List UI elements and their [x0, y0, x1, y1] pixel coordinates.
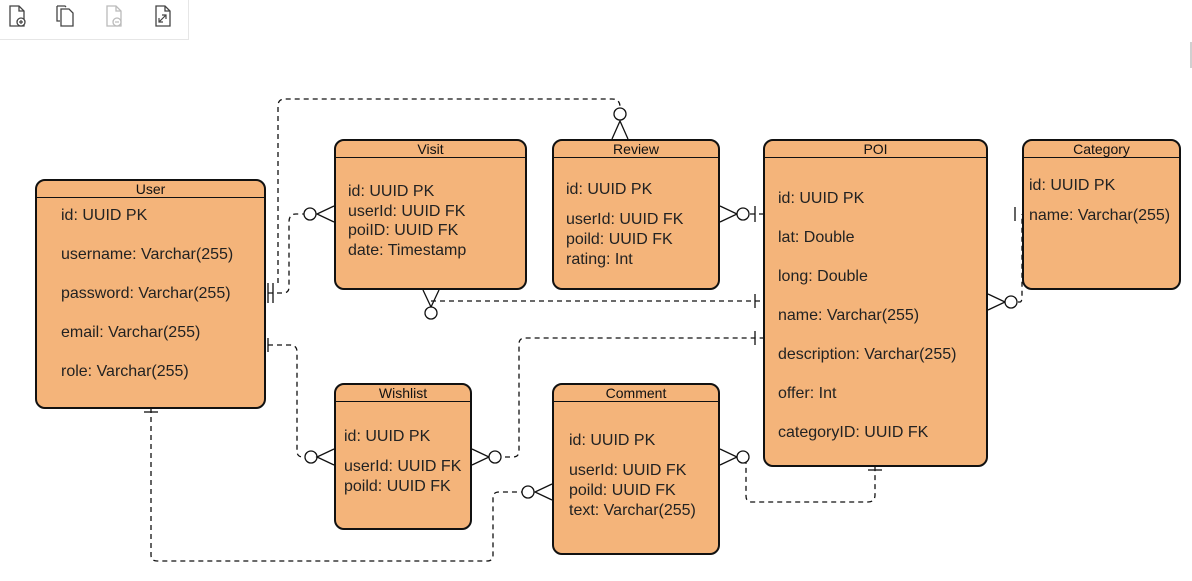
attribute: name: Varchar(255) — [778, 307, 920, 324]
toolbar — [0, 0, 189, 40]
attribute: password: Varchar(255) — [61, 285, 231, 302]
expand-page-icon[interactable] — [150, 3, 176, 29]
link-category-poi — [1018, 214, 1023, 303]
entity-title: Wishlist — [336, 385, 470, 402]
attribute: date: Timestamp — [348, 242, 467, 259]
scrollbar-edge[interactable] — [1190, 42, 1192, 68]
attribute: poiID: UUID FK — [348, 222, 459, 239]
attribute: id: UUID PK — [566, 181, 653, 198]
duplicate-page-icon[interactable] — [52, 3, 78, 29]
entity-wishlist[interactable]: Wishlist id: UUID PK userId: UUID FK poi… — [334, 383, 472, 530]
attribute: rating: Int — [566, 251, 633, 268]
attribute: id: UUID PK — [1029, 177, 1116, 194]
entity-title: POI — [765, 141, 986, 158]
entity-user[interactable]: User id: UUID PK username: Varchar(255) … — [35, 179, 266, 409]
remove-page-icon[interactable] — [101, 3, 127, 29]
attribute: id: UUID PK — [778, 190, 865, 207]
attribute: description: Varchar(255) — [778, 346, 957, 363]
entity-title: User — [37, 181, 264, 198]
attribute: role: Varchar(255) — [61, 363, 189, 380]
attribute: text: Varchar(255) — [569, 502, 696, 519]
link-user-review — [277, 98, 621, 283]
entity-title: Visit — [336, 141, 525, 158]
attribute: poild: UUID FK — [569, 482, 676, 499]
attribute: username: Varchar(255) — [61, 246, 234, 263]
attribute: userId: UUID FK — [566, 211, 684, 228]
entity-category[interactable]: Category id: UUID PK name: Varchar(255) — [1022, 139, 1181, 290]
attribute: name: Varchar(255) — [1029, 207, 1171, 224]
link-user-comment — [150, 408, 522, 562]
attribute: id: UUID PK — [344, 428, 431, 445]
entity-title: Review — [554, 141, 718, 158]
entity-poi[interactable]: POI id: UUID PK lat: Double long: Double… — [763, 139, 988, 467]
attribute: id: UUID PK — [569, 432, 656, 449]
link-user-visit — [268, 213, 304, 294]
entity-title: Category — [1024, 141, 1179, 158]
add-page-icon[interactable] — [4, 3, 30, 29]
attribute: userId: UUID FK — [348, 203, 466, 220]
link-user-wishlist — [268, 344, 305, 458]
attribute: lat: Double — [778, 229, 855, 246]
entity-review[interactable]: Review id: UUID PK userId: UUID FK poild… — [552, 139, 720, 290]
entity-title: Comment — [554, 385, 718, 402]
attribute: userId: UUID FK — [569, 462, 687, 479]
attribute: offer: Int — [778, 385, 837, 402]
link-wishlist-poi — [505, 337, 763, 458]
attribute: poild: UUID FK — [566, 231, 673, 248]
attribute: userId: UUID FK — [344, 458, 462, 475]
attribute: email: Varchar(255) — [61, 324, 201, 341]
attribute: categoryID: UUID FK — [778, 424, 929, 441]
attribute: id: UUID PK — [61, 207, 148, 224]
attribute: id: UUID PK — [348, 183, 435, 200]
attribute: poild: UUID FK — [344, 478, 451, 495]
entity-comment[interactable]: Comment id: UUID PK userId: UUID FK poil… — [552, 383, 720, 555]
attribute: long: Double — [778, 268, 868, 285]
entity-visit[interactable]: Visit id: UUID PK userId: UUID FK poiID:… — [334, 139, 527, 290]
